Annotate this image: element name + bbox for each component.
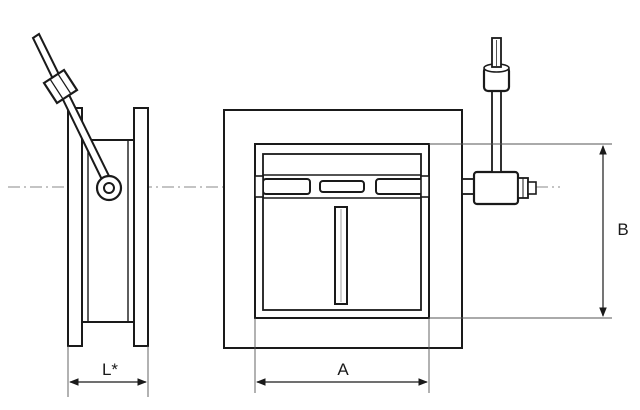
shaft-slot-center [319,180,365,193]
side-counterweight [42,68,79,105]
shaft-slot-right [375,178,424,195]
dimension-width: A [254,318,430,393]
side-left-flange [67,107,83,347]
side-right-flange [133,107,149,347]
front-vertical-rod [491,84,502,173]
dimension-length-label: L* [102,360,118,379]
dimension-height-label: B [617,220,628,239]
front-view [223,37,537,349]
dimension-width-label: A [337,360,349,379]
front-actuator-body [472,170,520,206]
shaft-slot-left [262,178,311,195]
dimension-length: L* [67,346,149,397]
front-shaft [461,178,475,195]
side-view [31,32,149,347]
dimension-height: B [429,143,629,319]
front-counterweight [482,63,511,93]
side-body [81,139,135,323]
